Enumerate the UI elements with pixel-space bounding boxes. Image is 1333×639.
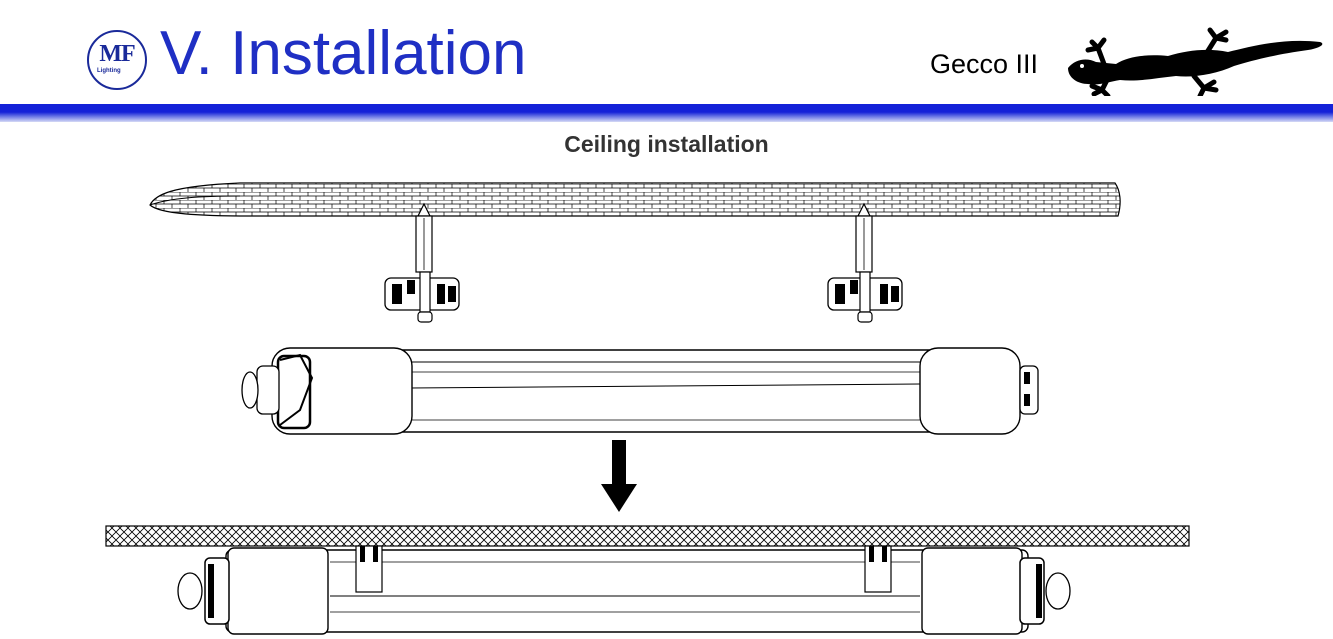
luminaire-mounted — [177, 545, 1071, 635]
luminaire-tube-loose — [241, 347, 1039, 435]
logo-mark: MF — [99, 41, 135, 67]
product-name: Gecco III — [930, 49, 1039, 79]
brand-logo: MF Lighting — [87, 30, 147, 90]
down-arrow-icon — [601, 440, 637, 512]
logo-subtext: Lighting — [97, 68, 121, 74]
ceiling-hatched — [105, 525, 1190, 547]
gecko-silhouette-icon — [1068, 27, 1323, 96]
header-divider-bar — [0, 104, 1333, 122]
page-title: V. Installation — [160, 19, 527, 88]
section-title: Ceiling installation — [564, 131, 769, 157]
header: MF Lighting V. Installation Gecco III — [0, 0, 1333, 122]
ceiling-slab — [149, 182, 1121, 217]
anchor-clip-right — [827, 202, 903, 323]
anchor-clip-left — [384, 202, 460, 323]
